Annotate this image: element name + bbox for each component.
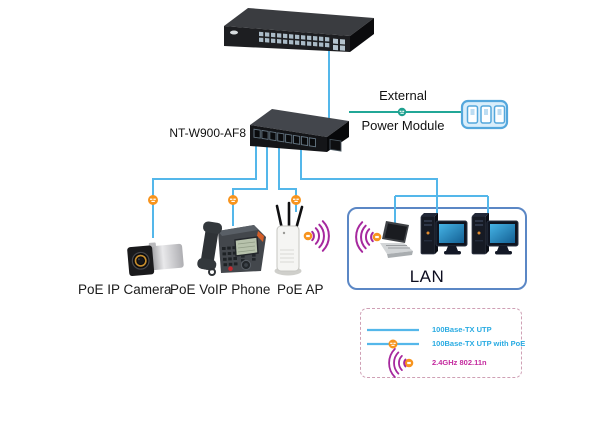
access-point-icon: [274, 201, 304, 276]
phone-label: PoE VoIP Phone: [170, 282, 271, 297]
legend-item-wifi: 2.4GHz 802.11n: [432, 358, 487, 367]
legend-item-utp: 100Base-TX UTP: [432, 325, 492, 334]
lan-label: LAN: [409, 267, 445, 286]
voip-phone-icon: [197, 221, 266, 276]
power-module-label-line1: External: [379, 88, 427, 103]
power-module-label-line2: Power Module: [361, 118, 445, 133]
switch-24port-icon: [224, 8, 374, 52]
poe-markers: [148, 195, 301, 205]
cable-camera: [152, 144, 257, 238]
ac-marker: [397, 107, 407, 117]
cable-lan: [300, 148, 438, 215]
power-module-icon: [460, 99, 509, 130]
wifi-waves-ap-icon: [303, 220, 330, 252]
camera-label: PoE IP Camera: [78, 282, 172, 297]
legend-item-utp-poe: 100Base-TX UTP with PoE: [432, 339, 526, 348]
poe-switch-label: NT-W900-AF8: [169, 126, 246, 140]
poe-switch-icon: [250, 109, 349, 152]
cable-phone: [232, 146, 268, 226]
cable-ap: [278, 147, 297, 212]
ip-camera-icon: [127, 242, 184, 277]
ap-label: PoE AP: [277, 282, 324, 297]
